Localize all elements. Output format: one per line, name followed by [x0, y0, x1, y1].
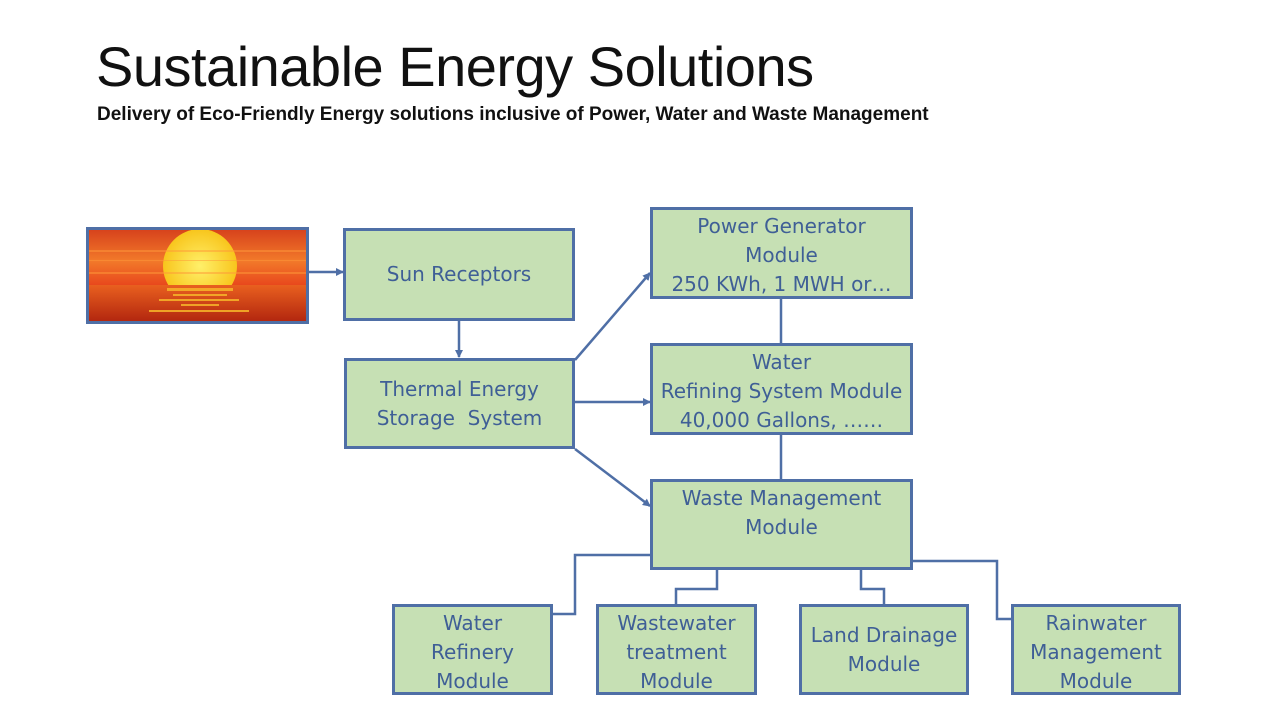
- node-label-line: Sun Receptors: [386, 262, 532, 286]
- node-label-line: Land Drainage: [810, 622, 958, 647]
- node-label-line: Module: [745, 243, 818, 267]
- node-label-line: Water: [751, 350, 812, 374]
- page-subtitle: Delivery of Eco-Friendly Energy solution…: [97, 104, 929, 125]
- page-title: Sustainable Energy Solutions: [96, 35, 814, 98]
- node-label-line: Power Generator: [697, 214, 866, 238]
- line-waste-to-rainwater: [912, 559, 1012, 621]
- line-waste-to-wastewater: [674, 569, 719, 605]
- node-label-line: Storage System: [376, 405, 543, 430]
- line-waste-to-refinery: [553, 553, 651, 616]
- node-label-line: treatment: [626, 640, 727, 664]
- node-label-line: Waste Management: [681, 486, 882, 510]
- sun-receptors-box: Sun Receptors: [343, 228, 575, 321]
- sunset-image: [86, 227, 309, 324]
- node-label-line: 250 KWh, 1 MWH or…: [671, 272, 892, 296]
- node-label-line: Module: [436, 669, 509, 693]
- arrow-storage-to-waste: [574, 448, 651, 507]
- node-label-line: Water: [442, 611, 503, 635]
- node-label-line: Module: [847, 651, 921, 676]
- arrow-storage-to-power: [574, 272, 651, 361]
- node-label-line: Rainwater: [1045, 611, 1147, 635]
- node-label-line: 40,000 Gallons, ……: [679, 408, 884, 432]
- node-label-line: Refinery: [431, 640, 514, 664]
- node-label-line: Refining System Module: [660, 379, 903, 403]
- node-label-line: Module: [640, 669, 713, 693]
- node-label-line: Module: [745, 515, 818, 539]
- node-label-line: Thermal Energy: [380, 376, 539, 401]
- node-label-line: Module: [1059, 669, 1133, 693]
- node-label-line: Wastewater: [617, 611, 736, 635]
- node-label-line: Management: [1030, 640, 1162, 664]
- line-waste-to-drainage: [859, 569, 886, 605]
